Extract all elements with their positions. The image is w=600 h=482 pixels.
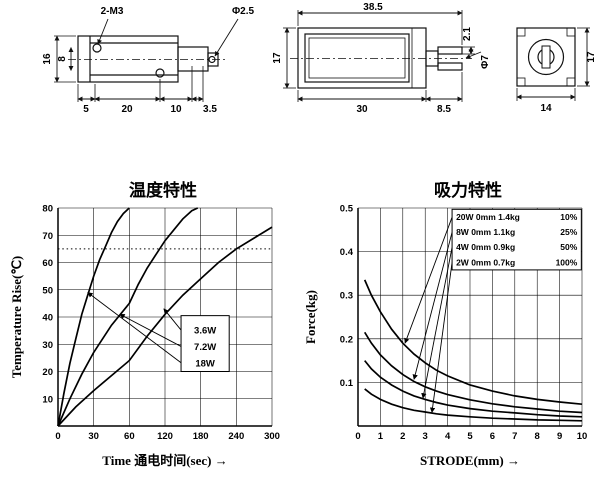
callout-label: 7.2W bbox=[194, 342, 216, 353]
x-tick-label: 240 bbox=[228, 431, 244, 442]
x-tick-label: 4 bbox=[445, 431, 451, 442]
x-tick-label: 10 bbox=[577, 431, 588, 442]
mounting-hole-icon bbox=[155, 68, 165, 78]
dim-3-5: 3.5 bbox=[203, 104, 217, 115]
legend-label: 20W 0mm 1.4kg bbox=[456, 212, 520, 222]
y-tick-label: 30 bbox=[42, 340, 53, 351]
y-tick-label: 0.1 bbox=[340, 378, 354, 389]
y-tick-label: 70 bbox=[42, 231, 53, 242]
series-20W bbox=[363, 279, 583, 406]
series-3.6W bbox=[57, 226, 273, 427]
y-tick-label: 40 bbox=[42, 313, 53, 324]
callout-label: 18W bbox=[195, 358, 215, 369]
legend-label: 8W 0mm 1.1kg bbox=[456, 227, 515, 237]
series-4W bbox=[364, 360, 583, 418]
x-tick-label: 60 bbox=[124, 431, 135, 442]
legend-box bbox=[451, 208, 582, 271]
x-tick-label: 0 bbox=[355, 431, 360, 442]
y-axis-label: Temperature Rise(℃) bbox=[9, 256, 24, 379]
x-tick-label: 2 bbox=[400, 431, 405, 442]
series-18W bbox=[57, 207, 130, 427]
hole-label: Φ2.5 bbox=[232, 6, 255, 17]
temperature-chart-title: 温度特性 bbox=[129, 181, 197, 200]
x-tick-label: 300 bbox=[264, 431, 280, 442]
legend-percent: 10% bbox=[560, 212, 577, 222]
legend-leader bbox=[412, 232, 453, 380]
technical-drawings: 2-M3 Φ2.5 16 8 5 20 10 3.5 38.5 bbox=[42, 2, 597, 115]
x-tick-label: 9 bbox=[557, 431, 562, 442]
dim-17-top-view: 17 bbox=[272, 52, 283, 64]
callout-leader bbox=[87, 292, 182, 364]
x-tick-label: 120 bbox=[157, 431, 173, 442]
series-8W bbox=[363, 331, 583, 414]
y-tick-label: 50 bbox=[42, 285, 53, 296]
y-tick-label: 0.3 bbox=[340, 291, 353, 302]
x-tick-label: 30 bbox=[88, 431, 99, 442]
callout-label: 3.6W bbox=[194, 326, 216, 337]
x-tick-label: 3 bbox=[423, 431, 428, 442]
y-axis-label: Force(kg) bbox=[303, 290, 318, 344]
x-tick-label: 1 bbox=[378, 431, 384, 442]
top-view bbox=[283, 10, 482, 102]
slot bbox=[541, 45, 551, 69]
dim-10: 10 bbox=[170, 104, 182, 115]
callout-leader bbox=[119, 313, 182, 347]
legend-label: 4W 0mm 0.9kg bbox=[456, 242, 515, 252]
x-tick-label: 180 bbox=[193, 431, 209, 442]
y-tick-label: 80 bbox=[42, 204, 53, 215]
plunger bbox=[177, 46, 209, 72]
x-tick-label: 6 bbox=[490, 431, 495, 442]
x-axis-label: STRODE(mm) → bbox=[420, 453, 520, 468]
legend-leader bbox=[421, 247, 453, 399]
dim-14: 14 bbox=[540, 103, 552, 114]
legend-leader bbox=[429, 262, 453, 414]
callout-leader bbox=[163, 308, 182, 331]
force-chart-title: 吸力特性 bbox=[434, 181, 502, 200]
y-tick-label: 0.2 bbox=[340, 334, 353, 345]
dim-30: 30 bbox=[356, 104, 368, 115]
legend-percent: 50% bbox=[560, 242, 577, 252]
x-axis-label: Time 通电时间(sec) → bbox=[102, 453, 227, 468]
dim-17-end-view: 17 bbox=[586, 51, 597, 63]
x-tick-label: 8 bbox=[535, 431, 540, 442]
dim-20: 20 bbox=[121, 104, 133, 115]
dim-5: 5 bbox=[83, 104, 89, 115]
end-view bbox=[516, 27, 590, 101]
x-tick-label: 5 bbox=[467, 431, 473, 442]
dim-8-5: 8.5 bbox=[437, 104, 451, 115]
x-tick-label: 7 bbox=[512, 431, 517, 442]
legend-leader bbox=[404, 216, 453, 344]
fork-prong bbox=[437, 62, 463, 71]
dim-16: 16 bbox=[42, 53, 53, 65]
mounting-hole-icon bbox=[92, 43, 102, 53]
dim-8: 8 bbox=[57, 56, 68, 62]
thread-label: 2-M3 bbox=[101, 6, 124, 17]
legend-label: 2W 0mm 0.7kg bbox=[456, 257, 515, 267]
callout-box bbox=[180, 315, 230, 372]
y-tick-label: 0.4 bbox=[340, 247, 354, 258]
bore-circle-icon bbox=[527, 38, 565, 76]
legend-percent: 100% bbox=[556, 257, 578, 267]
y-tick-label: 0.5 bbox=[340, 204, 354, 215]
y-tick-label: 20 bbox=[42, 367, 53, 378]
legend-percent: 25% bbox=[560, 227, 577, 237]
y-tick-label: 60 bbox=[42, 258, 53, 269]
series-2W bbox=[364, 388, 583, 422]
shaft-diameter-label: Φ7 bbox=[480, 55, 491, 69]
side-view bbox=[54, 18, 239, 102]
x-tick-label: 0 bbox=[55, 431, 60, 442]
dim-38-5: 38.5 bbox=[363, 2, 383, 13]
fork-prong bbox=[437, 46, 463, 55]
series-7.2W bbox=[57, 207, 199, 427]
dim-2-1: 2.1 bbox=[462, 27, 473, 41]
y-tick-label: 10 bbox=[42, 394, 53, 405]
